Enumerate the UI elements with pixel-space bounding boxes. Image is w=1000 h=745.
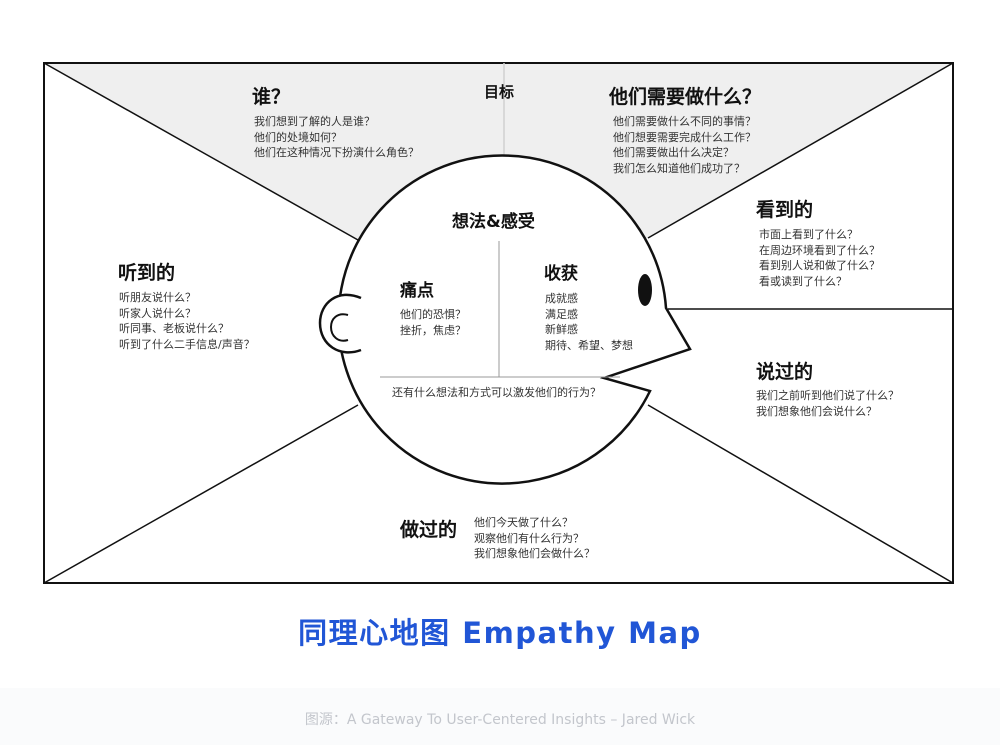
goal-label: 目标 <box>484 83 515 101</box>
goal-region <box>44 63 953 240</box>
hear-question: 听朋友说什么？ <box>119 291 196 304</box>
see-title: 看到的 <box>756 199 814 221</box>
see-question: 市面上看到了什么？ <box>759 228 858 241</box>
gains-item: 成就感 <box>545 292 578 305</box>
needs-questions: 他们需要做什么不同的事情？ 他们想要需要完成什么工作？ 他们需要做出什么决定？ … <box>613 114 756 176</box>
say-title: 说过的 <box>756 361 814 383</box>
gains-item: 期待、希望、梦想 <box>545 338 633 352</box>
hear-question: 听同事、老板说什么？ <box>119 322 229 335</box>
say-question: 我们之前听到他们说了什么？ <box>756 389 899 402</box>
do-question: 我们想象他们会做什么？ <box>474 547 595 560</box>
who-title: 谁？ <box>252 86 291 108</box>
card-background: 目标 谁？ 我们想到了解的人是谁？ 他们的处境如何？ 他们在这种情况下扮演什么角… <box>43 62 954 650</box>
gains-item: 新鲜感 <box>545 323 578 336</box>
pains-item: 挫折，焦虑？ <box>400 323 466 337</box>
who-questions: 我们想到了解的人是谁？ 他们的处境如何？ 他们在这种情况下扮演什么角色？ <box>254 114 419 161</box>
needs-question: 他们想要需要完成什么工作？ <box>613 130 756 144</box>
gains-item: 满足感 <box>545 307 578 321</box>
hear-question: 听到了什么二手信息/声音？ <box>119 337 255 351</box>
divider-bottom-left <box>43 404 359 584</box>
pains-item: 他们的恐惧？ <box>400 308 466 321</box>
see-question: 看或读到了什么？ <box>759 274 847 288</box>
ear-inner <box>329 313 349 342</box>
see-question: 看到别人说和做了什么？ <box>759 259 880 272</box>
think-feel-title: 想法&感受 <box>452 212 535 232</box>
divider-top-left <box>43 62 359 241</box>
empathy-map-diagram <box>43 62 954 584</box>
gains-title: 收获 <box>544 264 578 284</box>
needs-question: 我们怎么知道他们成功了？ <box>613 161 745 175</box>
gains-list: 成就感 满足感 新鲜感 期待、希望、梦想 <box>545 291 633 353</box>
map-frame <box>43 62 954 584</box>
see-questions: 市面上看到了什么？ 在周边环境看到了什么？ 看到别人说和做了什么？ 看或读到了什… <box>759 227 880 289</box>
source-credit: 图源：A Gateway To User-Centered Insights –… <box>304 712 696 728</box>
who-question: 他们的处境如何？ <box>254 130 342 144</box>
say-question: 我们想象他们会说什么？ <box>756 404 877 418</box>
who-question: 他们在这种情况下扮演什么角色？ <box>254 146 419 159</box>
say-questions: 我们之前听到他们说了什么？ 我们想象他们会说什么？ <box>756 388 899 419</box>
needs-title: 他们需要做什么？ <box>609 86 762 108</box>
do-title: 做过的 <box>400 519 458 541</box>
pains-list: 他们的恐惧？ 挫折，焦虑？ <box>400 307 466 338</box>
see-question: 在周边环境看到了什么？ <box>759 243 880 257</box>
needs-question: 他们需要做出什么决定？ <box>613 146 734 159</box>
needs-question: 他们需要做什么不同的事情？ <box>613 115 756 128</box>
eye <box>638 274 652 306</box>
ear <box>318 293 362 354</box>
hear-question: 听家人说什么？ <box>119 306 196 320</box>
hear-questions: 听朋友说什么？ 听家人说什么？ 听同事、老板说什么？ 听到了什么二手信息/声音？ <box>119 290 255 352</box>
other-thoughts: 还有什么想法和方式可以激发他们的行为？ <box>392 386 601 399</box>
divider-top-right <box>647 62 954 239</box>
pains-title: 痛点 <box>400 281 434 301</box>
who-question: 我们想到了解的人是谁？ <box>254 115 375 128</box>
do-question: 他们今天做了什么？ <box>474 516 573 529</box>
map-title: 同理心地图 Empathy Map <box>298 616 702 650</box>
do-questions: 他们今天做了什么？ 观察他们有什么行为？ 我们想象他们会做什么？ <box>474 515 595 562</box>
divider-bottom-right <box>647 404 954 584</box>
do-question: 观察他们有什么行为？ <box>474 531 584 545</box>
hear-title: 听到的 <box>118 262 176 284</box>
